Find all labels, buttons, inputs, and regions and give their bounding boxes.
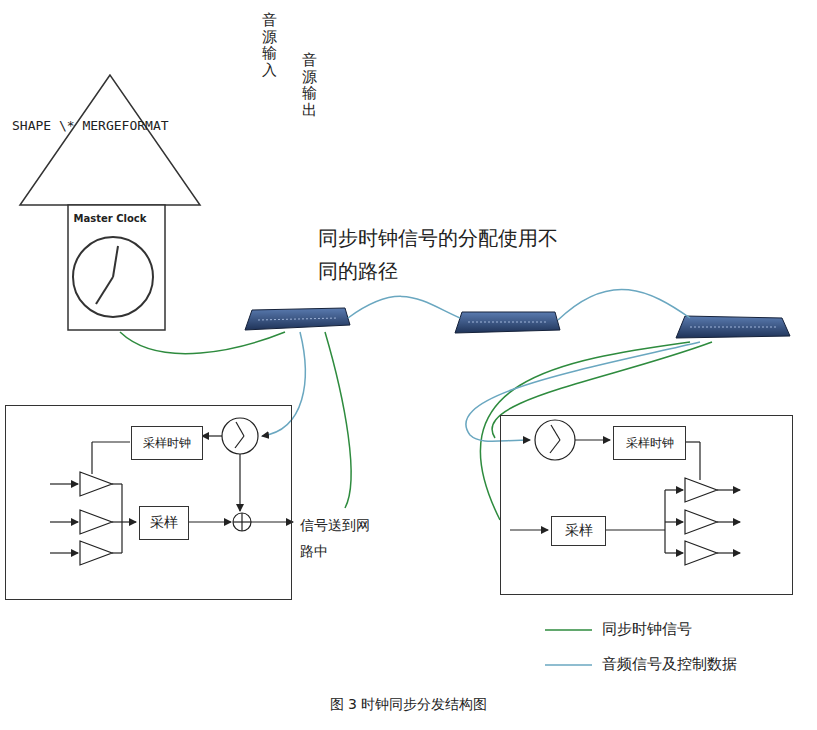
sync-clock-cable bbox=[325, 332, 351, 508]
caption: 图 3 时钟同步分发结构图 bbox=[0, 696, 817, 714]
clock-face bbox=[73, 237, 153, 317]
network-switch bbox=[676, 316, 790, 338]
sync-clock-cable bbox=[120, 332, 285, 354]
audio-in-label: 音源输入 bbox=[262, 12, 277, 78]
field-code: SHAPE \* MERGEFORMAT bbox=[12, 118, 169, 133]
node-label: 采样 bbox=[150, 514, 178, 532]
legend-line bbox=[545, 629, 592, 631]
node-label: 采样时钟 bbox=[143, 435, 191, 452]
left-circuit bbox=[50, 418, 293, 565]
output-label: 信号送到网路中 bbox=[300, 512, 374, 564]
sample-box: 采样 bbox=[551, 516, 606, 546]
house-roof bbox=[20, 75, 200, 205]
node-label: Master Clock bbox=[20, 213, 200, 224]
legend-label: 音频信号及控制数据 bbox=[602, 655, 737, 674]
node-label: 采样时钟 bbox=[626, 435, 674, 452]
sender-box: 采样时钟采样 bbox=[5, 405, 292, 600]
sample-box: 采样 bbox=[139, 506, 189, 540]
sync-clock-cable bbox=[492, 342, 712, 438]
legend-line bbox=[545, 664, 592, 666]
network-switch bbox=[245, 308, 350, 330]
clock-hand bbox=[113, 246, 118, 277]
network-switch bbox=[455, 312, 560, 333]
receiver-box: 采样时钟采样 bbox=[500, 415, 793, 595]
note: 同步时钟信号的分配使用不同的路径 bbox=[318, 222, 566, 288]
audio-cable bbox=[558, 289, 690, 320]
audio-cable bbox=[262, 332, 305, 436]
clock-hand bbox=[96, 277, 113, 304]
legend-label: 同步时钟信号 bbox=[602, 620, 692, 639]
node-label: 采样 bbox=[565, 522, 593, 540]
audio-out-label: 音源输出 bbox=[302, 52, 317, 118]
right-circuit bbox=[510, 420, 740, 565]
master-clock: Master Clock bbox=[20, 75, 200, 330]
sample-clock-box: 采样时钟 bbox=[131, 426, 203, 460]
audio-cable bbox=[348, 296, 460, 318]
sample-clock-box: 采样时钟 bbox=[613, 426, 686, 460]
